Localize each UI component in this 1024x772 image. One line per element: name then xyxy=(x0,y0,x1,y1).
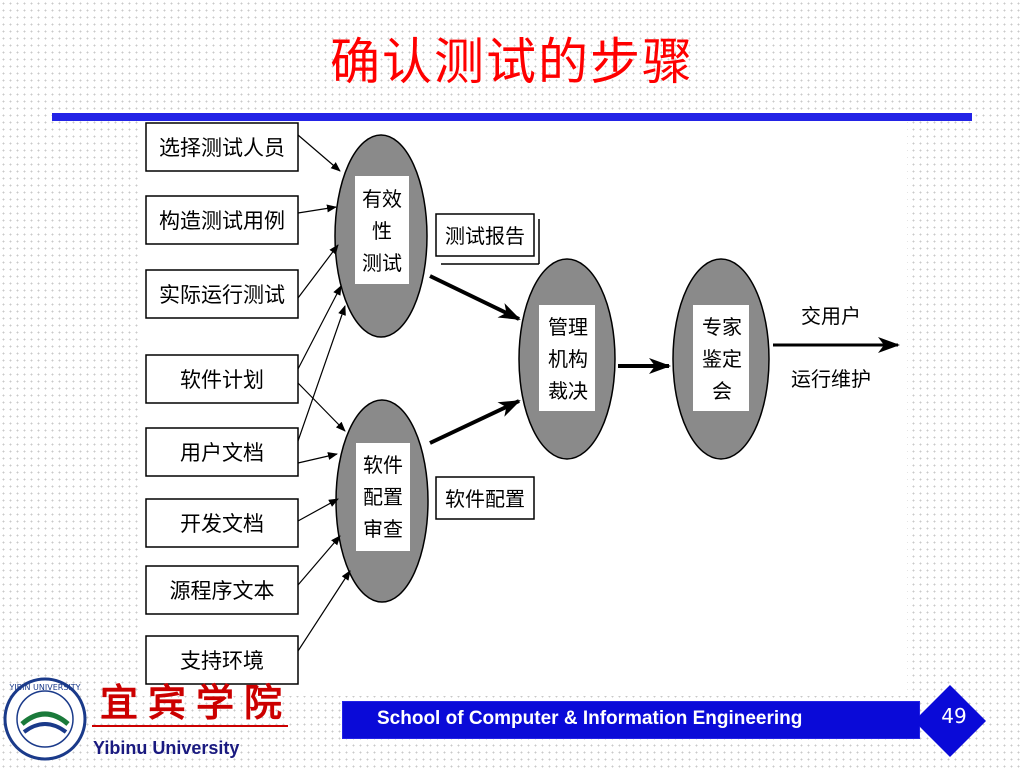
arrow-validity-to-management xyxy=(429,274,521,321)
validity-test-ellipse: 有效 性 测试 xyxy=(334,134,428,338)
page-number: 49 xyxy=(941,704,966,728)
input-label-5: 开发文档 xyxy=(180,512,264,536)
config-line-2: 审查 xyxy=(363,517,403,541)
input-box-7: 支持环境 xyxy=(145,635,299,685)
arrow-config-to-management xyxy=(429,399,521,445)
input-box-0: 选择测试人员 xyxy=(145,122,299,172)
flow-diagram: 选择测试人员 构造测试用例 实际运行测试 软件计划 用户文档 开发文档 源程序文… xyxy=(141,121,907,696)
validity-line-1: 性 xyxy=(372,219,392,243)
arrow-input-4b xyxy=(297,452,338,464)
test-report-box: 测试报告 xyxy=(435,213,540,265)
management-line-0: 管理 xyxy=(548,315,588,339)
config-line-1: 配置 xyxy=(363,485,403,509)
management-line-2: 裁决 xyxy=(548,379,588,403)
flow-diagram-svg: 选择测试人员 构造测试用例 实际运行测试 软件计划 用户文档 开发文档 源程序文… xyxy=(145,122,900,685)
university-seal-icon: YIBIN UNIVERSITY 宜宾学院 xyxy=(3,677,292,761)
arrow-input-4a xyxy=(297,305,346,442)
arrow-input-5 xyxy=(297,498,339,522)
output-label-line1: 交用户 xyxy=(801,304,861,328)
arrow-input-6 xyxy=(297,535,341,586)
seal-text: YIBIN UNIVERSITY xyxy=(8,683,80,692)
input-box-1: 构造测试用例 xyxy=(145,195,299,245)
university-logo: YIBIN UNIVERSITY 宜宾学院 xyxy=(0,672,300,768)
input-label-2: 实际运行测试 xyxy=(159,283,285,307)
arrow-input-0 xyxy=(297,134,341,172)
flow-arrows xyxy=(429,274,900,445)
config-review-ellipse: 软件 配置 审查 xyxy=(335,399,429,603)
software-config-label: 软件配置 xyxy=(445,487,525,511)
input-box-2: 实际运行测试 xyxy=(145,269,299,319)
arrow-input-2 xyxy=(297,244,339,299)
input-box-3: 软件计划 xyxy=(145,354,299,404)
validity-line-2: 测试 xyxy=(362,251,402,275)
footer-bar: School of Computer & Information Enginee… xyxy=(342,701,920,739)
arrow-input-3a xyxy=(297,285,342,370)
config-line-0: 软件 xyxy=(363,453,403,477)
slide-title: 确认测试的步骤 xyxy=(330,33,694,91)
input-box-5: 开发文档 xyxy=(145,498,299,548)
university-name-en: Yibinu University xyxy=(93,738,240,758)
expert-line-2: 会 xyxy=(712,379,732,403)
test-report-label: 测试报告 xyxy=(445,224,525,248)
input-label-7: 支持环境 xyxy=(180,649,264,673)
expert-line-0: 专家 xyxy=(702,315,742,339)
arrow-input-1 xyxy=(297,204,337,214)
arrow-input-3b xyxy=(297,382,346,432)
page-number-diamond-icon: 49 xyxy=(914,685,986,757)
arrow-input-7 xyxy=(297,570,351,652)
footer-school-name: School of Computer & Information Enginee… xyxy=(377,708,803,729)
university-name-cn: 宜宾学院 xyxy=(100,681,292,725)
management-line-1: 机构 xyxy=(548,347,588,371)
input-label-4: 用户文档 xyxy=(180,441,264,465)
input-label-3: 软件计划 xyxy=(180,368,264,392)
input-box-6: 源程序文本 xyxy=(145,565,299,615)
expert-ellipse: 专家 鉴定 会 xyxy=(672,258,770,460)
software-config-box: 软件配置 xyxy=(435,476,535,520)
output-label-line2: 运行维护 xyxy=(791,367,871,391)
validity-line-0: 有效 xyxy=(362,187,402,211)
page-number-badge: 49 xyxy=(912,683,988,759)
title-underline xyxy=(52,113,972,121)
expert-line-1: 鉴定 xyxy=(702,347,742,371)
input-box-4: 用户文档 xyxy=(145,427,299,477)
input-arrows xyxy=(297,134,351,652)
input-label-1: 构造测试用例 xyxy=(159,209,285,233)
management-ellipse: 管理 机构 裁决 xyxy=(518,258,616,460)
input-label-0: 选择测试人员 xyxy=(159,136,285,160)
input-label-6: 源程序文本 xyxy=(170,579,275,603)
